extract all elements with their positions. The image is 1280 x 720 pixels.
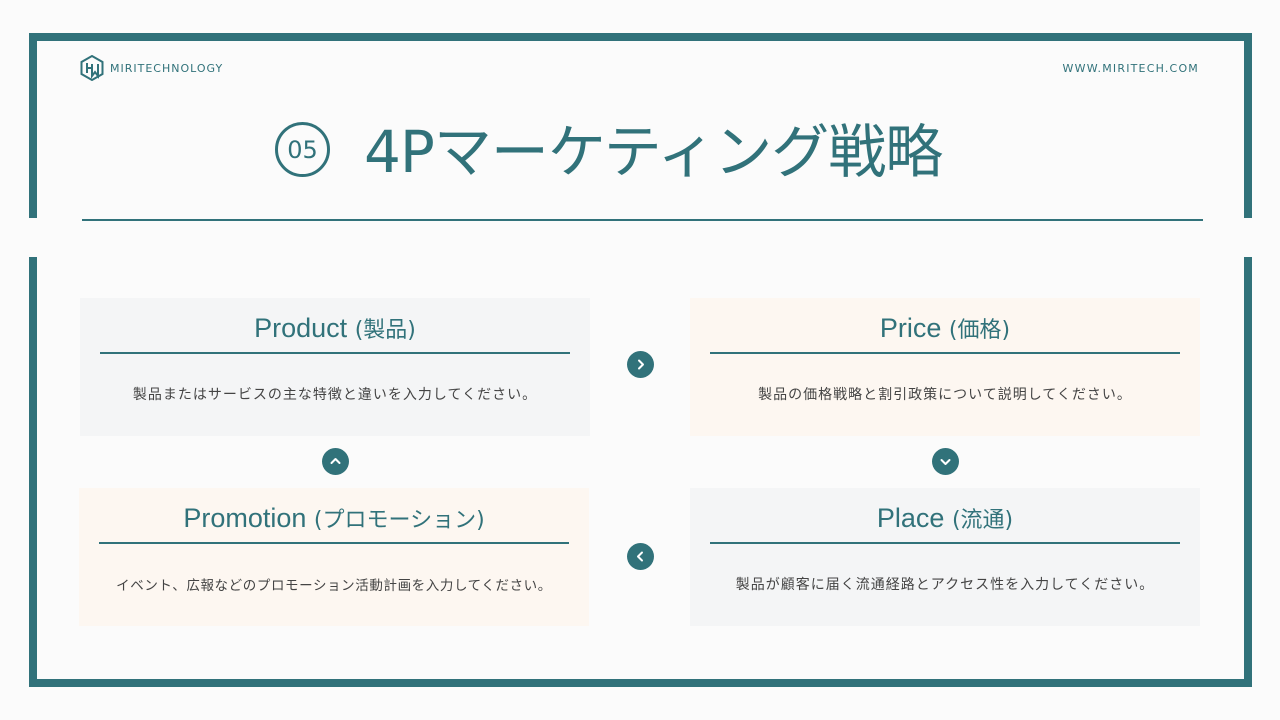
card-price-heading: Price (価格): [710, 310, 1180, 354]
arrow-left: [627, 543, 654, 570]
card-promotion-heading: Promotion (プロモーション): [99, 500, 569, 544]
card-product-description: 製品またはサービスの主な特徴と違いを入力してください。: [132, 387, 538, 403]
card-place-description: 製品が顧客に届く流通経路とアクセス性を入力してください。: [735, 577, 1155, 593]
card-promotion-description: イベント、広報などのプロモーション活動計画を入力してください。: [116, 578, 552, 594]
brand: MIRITECHNOLOGY: [80, 55, 223, 81]
hexagon-logo-icon: [80, 55, 104, 81]
card-price-description: 製品の価格戦略と割引政策について説明してください。: [758, 387, 1132, 403]
chevron-right-icon: [638, 359, 644, 370]
arrow-down: [932, 448, 959, 475]
card-product-title: Product: [254, 313, 348, 343]
card-product-title-jp: (製品): [354, 318, 416, 343]
frame-top: [29, 33, 1252, 218]
card-place-title: Place: [876, 503, 945, 533]
card-place-heading: Place (流通): [710, 500, 1180, 544]
card-place-title-jp: (流通): [951, 508, 1014, 533]
card-product: Product (製品) 製品またはサービスの主な特徴と違いを入力してください。: [80, 298, 590, 436]
card-price-title-jp: (価格): [948, 318, 1011, 343]
frame-bottom: [29, 257, 1252, 687]
card-promotion-title: Promotion: [183, 503, 307, 533]
card-promotion: Promotion (プロモーション) イベント、広報などのプロモーション活動計…: [79, 488, 589, 626]
chevron-left-icon: [637, 551, 643, 562]
title-divider: [82, 219, 1203, 221]
brand-name: MIRITECHNOLOGY: [110, 61, 224, 75]
arrow-up: [322, 448, 349, 475]
card-price: Price (価格) 製品の価格戦略と割引政策について説明してください。: [690, 298, 1200, 436]
section-number: 05: [275, 122, 330, 177]
card-price-title: Price: [879, 313, 942, 343]
page-title: 4Pマーケティング戦略: [364, 118, 943, 186]
card-place: Place (流通) 製品が顧客に届く流通経路とアクセス性を入力してください。: [690, 488, 1200, 626]
site-url: WWW.MIRITECH.COM: [1062, 62, 1199, 75]
chevron-down-icon: [940, 459, 951, 465]
chevron-up-icon: [330, 458, 341, 464]
card-promotion-title-jp: (プロモーション): [313, 508, 485, 533]
arrow-right: [627, 351, 654, 378]
card-product-heading: Product (製品): [100, 310, 570, 354]
